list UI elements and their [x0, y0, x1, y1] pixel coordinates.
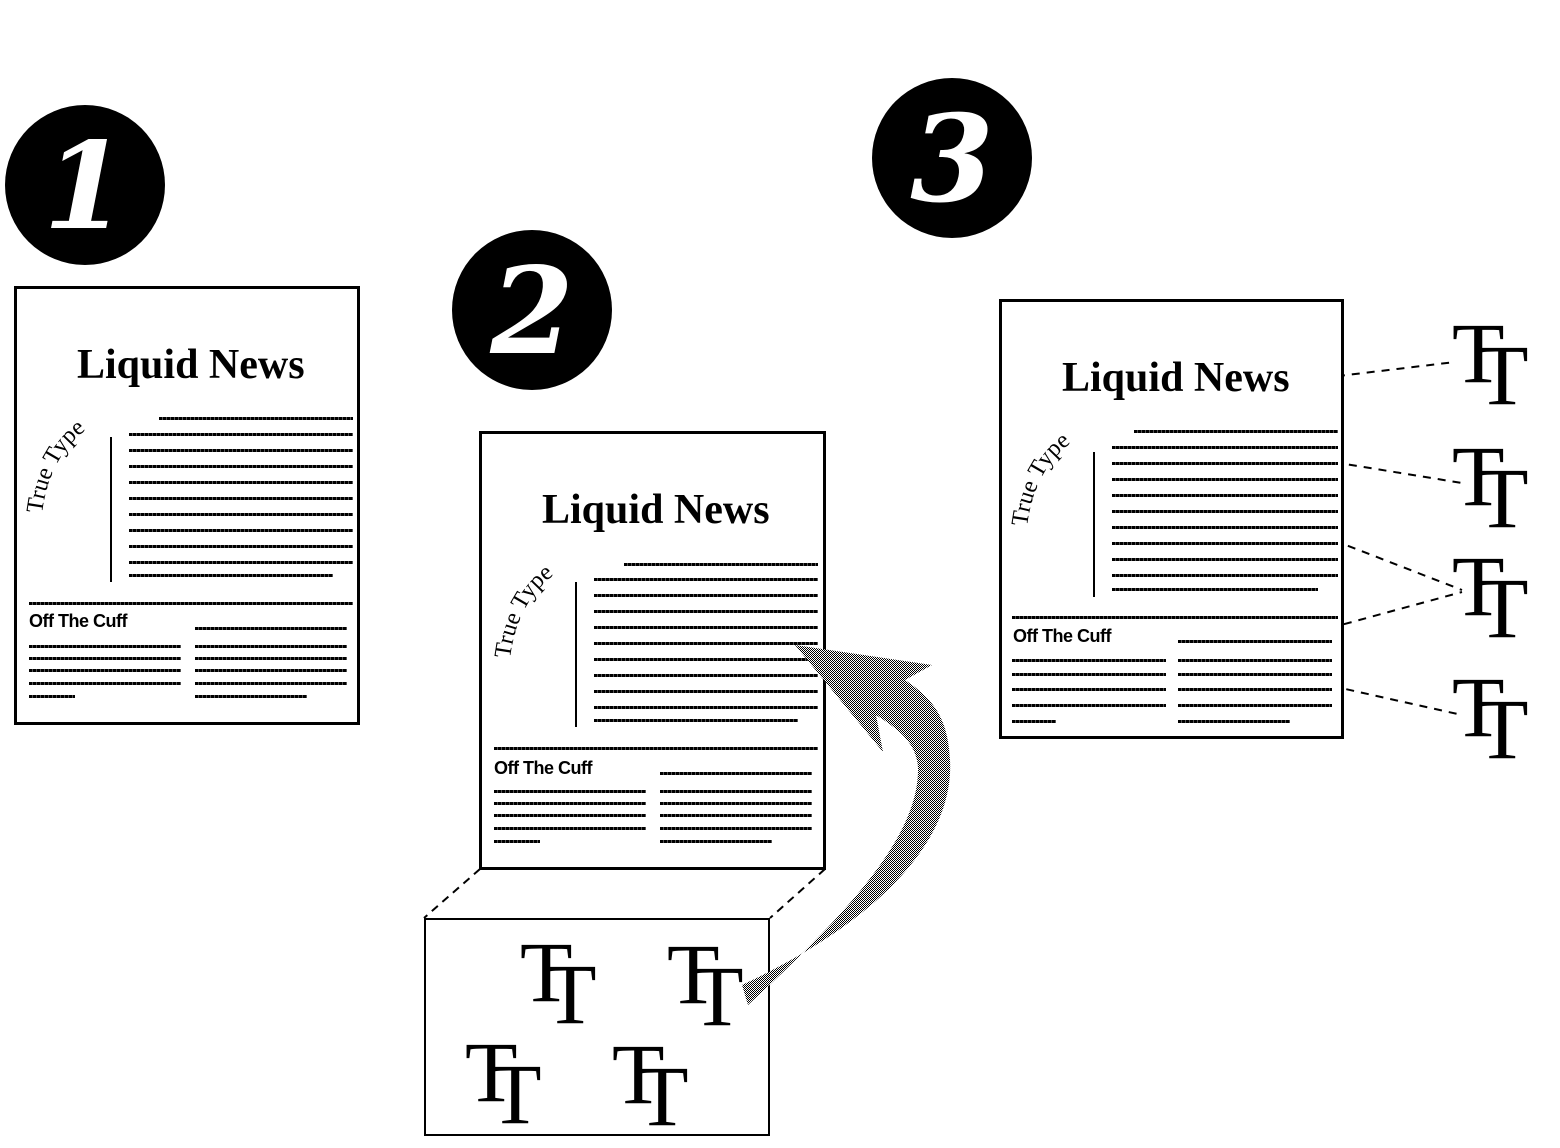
connector-title: [1321, 361, 1456, 379]
glyph: T: [1452, 305, 1505, 401]
curved-label-text: True Type: [1007, 427, 1075, 527]
section-divider: [29, 602, 353, 605]
glyph: T: [1476, 681, 1529, 777]
glyph: T: [1452, 538, 1505, 634]
newsletter-page-2: Liquid News True Type Off The Cuff: [479, 431, 826, 870]
svg-text:True Type: True Type: [1007, 427, 1075, 527]
glyph: T: [1476, 327, 1529, 423]
glyph: T: [1476, 450, 1529, 546]
glyph: T: [465, 1024, 518, 1120]
glyph: T: [612, 1026, 665, 1122]
newsletter-title: Liquid News: [1062, 355, 1290, 401]
section-heading: Off The Cuff: [29, 611, 127, 631]
curved-label: True Type: [22, 414, 90, 514]
perspective-line-left: [423, 868, 481, 919]
newsletter-title: Liquid News: [542, 487, 770, 533]
glyph: T: [489, 1046, 542, 1142]
step-number: 3: [910, 89, 994, 230]
step-2-badge: 2: [452, 230, 612, 390]
step-1-badge: 1: [5, 105, 165, 265]
newsletter-page-1: Liquid News True Type Off The Cuff: [14, 286, 360, 725]
newsletter-page-3: Liquid News True Type Off The Cuff: [999, 299, 1344, 739]
glyph: T: [1452, 659, 1505, 755]
column-divider: [1093, 452, 1095, 597]
connector-body-text: [1221, 496, 1463, 591]
section-heading: Off The Cuff: [1013, 626, 1111, 646]
step-number: 1: [43, 116, 127, 257]
section-divider: [494, 747, 818, 750]
glyph: T: [667, 926, 720, 1022]
glyph: T: [1476, 560, 1529, 656]
glyph: T: [691, 948, 744, 1044]
glyph: T: [636, 1048, 689, 1144]
glyph: T: [1452, 428, 1505, 524]
glyph: T: [520, 924, 573, 1020]
section-heading: Off The Cuff: [494, 758, 592, 778]
glyph: T: [544, 946, 597, 1042]
newsletter-title: Liquid News: [77, 342, 305, 388]
section-divider: [1012, 616, 1338, 619]
curved-label: True Type: [1007, 427, 1075, 527]
column-divider: [575, 582, 577, 727]
step-3-badge: 3: [872, 78, 1032, 238]
column-divider: [110, 437, 112, 582]
curved-label: True Type: [490, 559, 558, 659]
step-number: 2: [490, 241, 574, 382]
perspective-line-right: [769, 868, 826, 919]
font-store-box: [424, 918, 770, 1136]
curved-arrow-icon: [742, 645, 951, 1005]
